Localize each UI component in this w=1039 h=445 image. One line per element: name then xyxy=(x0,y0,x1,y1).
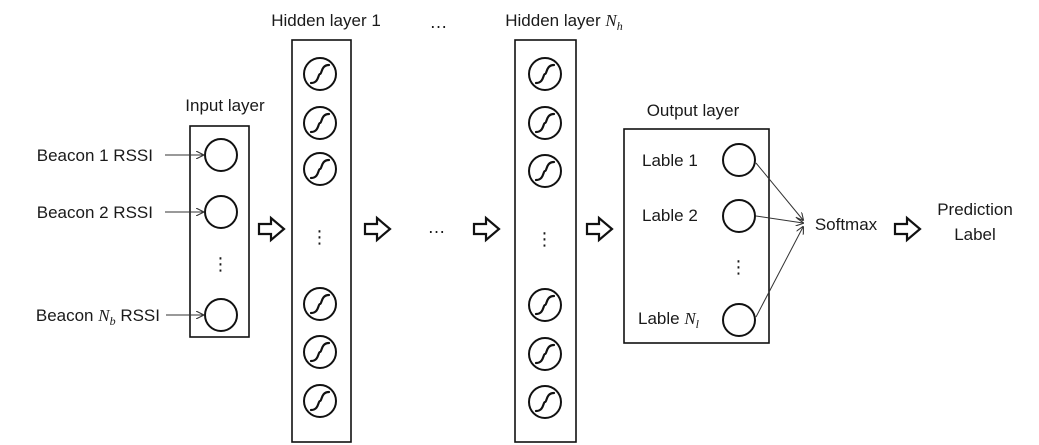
prediction-line-2: Label xyxy=(954,225,996,244)
sigmoid-neuron-icon xyxy=(303,106,337,140)
top-ellipsis: … xyxy=(430,12,449,32)
input-vertical-ellipsis: ⋮ xyxy=(212,254,231,274)
sigmoid-neuron-icon xyxy=(303,335,337,369)
input-layer: Input layer ⋮ Beacon 1 RSSI Beacon 2 RSS… xyxy=(36,96,265,338)
sigmoid-neuron-icon xyxy=(528,288,562,322)
sigmoid-neuron-icon xyxy=(528,154,562,188)
layer-connector-arrows xyxy=(257,215,922,243)
output-node xyxy=(722,199,756,233)
output-label-2: Lable 2 xyxy=(642,206,698,225)
sigmoid-neuron-icon xyxy=(303,384,337,418)
hollow-arrow-icon xyxy=(363,215,392,243)
output-node xyxy=(722,303,756,337)
output-label-nl: Lable Nl xyxy=(638,309,700,331)
output-1-to-softmax-arrow xyxy=(755,162,803,220)
hollow-arrow-icon xyxy=(893,215,922,243)
beacon-1-label: Beacon 1 RSSI xyxy=(37,146,153,165)
softmax-connectors xyxy=(755,162,803,318)
output-vertical-ellipsis: ⋮ xyxy=(730,257,749,277)
beacon-2-label: Beacon 2 RSSI xyxy=(37,203,153,222)
input-node xyxy=(204,195,238,229)
softmax-label: Softmax xyxy=(815,215,878,234)
hidden-n-vertical-ellipsis: ⋮ xyxy=(536,229,555,249)
output-label-1: Lable 1 xyxy=(642,151,698,170)
hollow-arrow-icon xyxy=(472,215,501,243)
output-layer: Output layer Lable 1 Lable 2 Lable Nl ⋮ xyxy=(623,101,770,344)
sigmoid-neuron-icon xyxy=(528,106,562,140)
output-node xyxy=(722,143,756,177)
input-layer-title: Input layer xyxy=(185,96,265,115)
sigmoid-neuron-icon xyxy=(528,337,562,371)
between-layers-ellipsis: … xyxy=(428,217,447,237)
prediction-label: Prediction Label xyxy=(937,200,1013,244)
hidden-layer-n: Hidden layer Nh ⋮ xyxy=(505,11,623,443)
hidden-layer-1-nodes xyxy=(303,57,337,418)
output-2-to-softmax-arrow xyxy=(755,215,803,223)
prediction-line-1: Prediction xyxy=(937,200,1013,219)
output-layer-title: Output layer xyxy=(647,101,740,120)
hollow-arrow-icon xyxy=(257,215,286,243)
sigmoid-neuron-icon xyxy=(303,57,337,91)
output-nl-to-softmax-arrow xyxy=(755,227,803,318)
hidden-layer-n-nodes xyxy=(528,57,562,419)
beacon-nb-label: Beacon Nb RSSI xyxy=(36,306,160,328)
hidden-layer-n-title: Hidden layer Nh xyxy=(505,11,623,33)
input-node xyxy=(204,138,238,172)
hidden-layer-1: Hidden layer 1 ⋮ xyxy=(271,11,381,443)
hollow-arrow-icon xyxy=(585,215,614,243)
sigmoid-neuron-icon xyxy=(303,152,337,186)
hidden-1-vertical-ellipsis: ⋮ xyxy=(311,227,330,247)
hidden-layer-1-title: Hidden layer 1 xyxy=(271,11,381,30)
input-node xyxy=(204,298,238,332)
sigmoid-neuron-icon xyxy=(528,57,562,91)
sigmoid-neuron-icon xyxy=(303,287,337,321)
sigmoid-neuron-icon xyxy=(528,385,562,419)
